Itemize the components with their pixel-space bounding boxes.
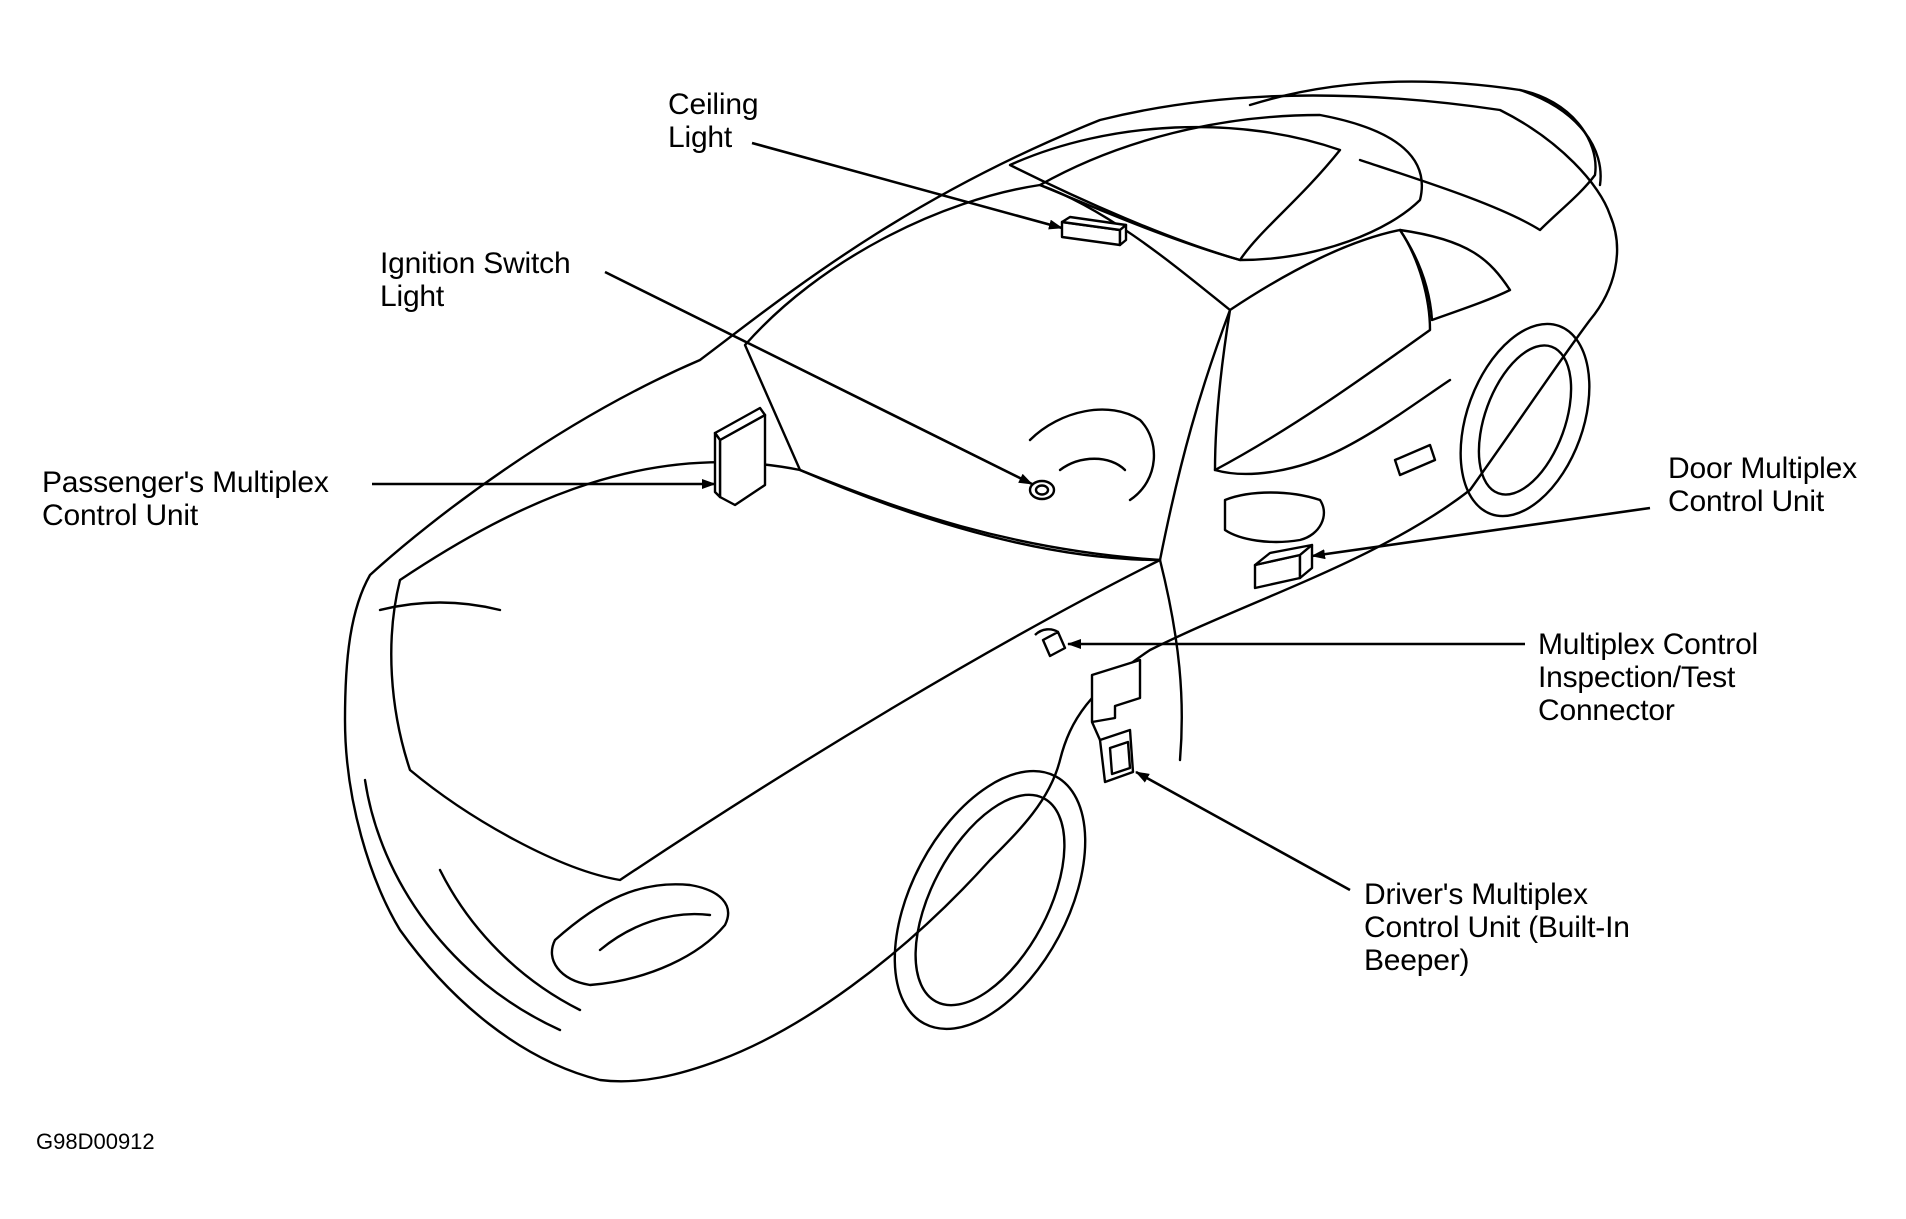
leader-lines: [372, 141, 1651, 892]
passengers-mcu-label: Passenger's Multiplex Control Unit: [42, 466, 329, 532]
leader-door-mcu: [1311, 506, 1651, 560]
leader-ignition-switch-light: [604, 270, 1033, 486]
inspection-connector-part: [1034, 628, 1067, 658]
figure-code: G98D00912: [36, 1129, 155, 1154]
door-mcu-label: Door Multiplex Control Unit: [1668, 452, 1857, 518]
ceiling-light-label: Ceiling Light: [668, 88, 759, 154]
ignition-switch-light-part: [1028, 479, 1056, 501]
car-outline: [343, 80, 1619, 1083]
inspection-connector-label: Multiplex Control Inspection/Test Connec…: [1538, 628, 1759, 727]
door-control-unit-box: [1253, 543, 1314, 590]
drivers-mcu-label: Driver's Multiplex Control Unit (Built-I…: [1364, 878, 1630, 977]
drivers-control-unit-box: [1090, 658, 1142, 784]
components: [713, 215, 1314, 784]
ignition-switch-light-label: Ignition Switch Light: [380, 247, 571, 313]
passengers-control-unit-box: [713, 406, 767, 507]
leader-drivers-mcu: [1135, 770, 1351, 892]
ceiling-light-unit: [1060, 215, 1128, 247]
leader-ceiling-light: [751, 141, 1063, 230]
